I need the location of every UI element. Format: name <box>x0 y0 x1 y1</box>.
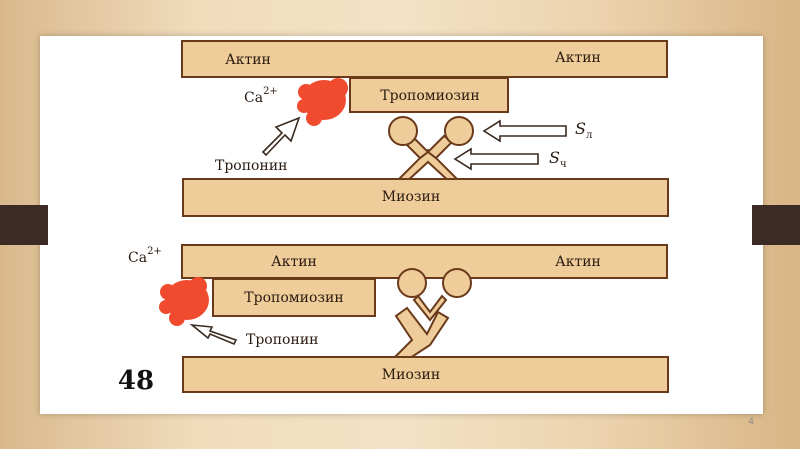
calcium-ion-label: Ca2+ <box>244 86 278 106</box>
actin-filament <box>181 244 668 279</box>
myosin-head <box>388 116 474 185</box>
bottom-panel: Актин Актин Тропомиозин Ca2+ Тропонин Ми <box>128 244 669 393</box>
troponin-complex <box>297 78 348 126</box>
troponin-arrow <box>189 323 238 346</box>
s-heavy-arrow <box>453 147 539 171</box>
calcium-ion-label: Ca2+ <box>128 246 162 266</box>
left-frame-bar <box>0 205 48 245</box>
s-heavy-label: Sч <box>549 148 567 170</box>
right-frame-bar <box>752 205 800 245</box>
tropomyosin-strand <box>212 278 376 317</box>
s-light-label: Sл <box>575 119 592 141</box>
actin-label-right: Актин <box>555 254 601 270</box>
actin-filament <box>181 40 668 78</box>
s-light-arrow <box>482 119 567 143</box>
top-panel: Актин Актин Тропомиозин Ca2+ Тропонин <box>181 40 669 217</box>
myosin-filament <box>182 356 669 393</box>
troponin-complex <box>159 277 209 326</box>
troponin-label: Тропонин <box>246 332 318 348</box>
troponin-arrow <box>261 116 301 157</box>
myosin-filament <box>182 178 669 217</box>
tropomyosin-label: Тропомиозин <box>244 290 343 306</box>
figure-number: 48 <box>118 366 154 396</box>
tropomyosin-strand <box>349 77 509 113</box>
myosin-head <box>389 268 472 364</box>
myosin-label: Миозин <box>382 367 440 383</box>
page-number: 4 <box>748 417 754 427</box>
actin-label-right: Актин <box>555 50 601 66</box>
actin-label-left: Актин <box>225 52 271 68</box>
tropomyosin-label: Тропомиозин <box>380 88 479 104</box>
myosin-label: Миозин <box>382 189 440 205</box>
troponin-label: Тропонин <box>215 158 287 174</box>
actin-label-left: Актин <box>271 254 317 270</box>
